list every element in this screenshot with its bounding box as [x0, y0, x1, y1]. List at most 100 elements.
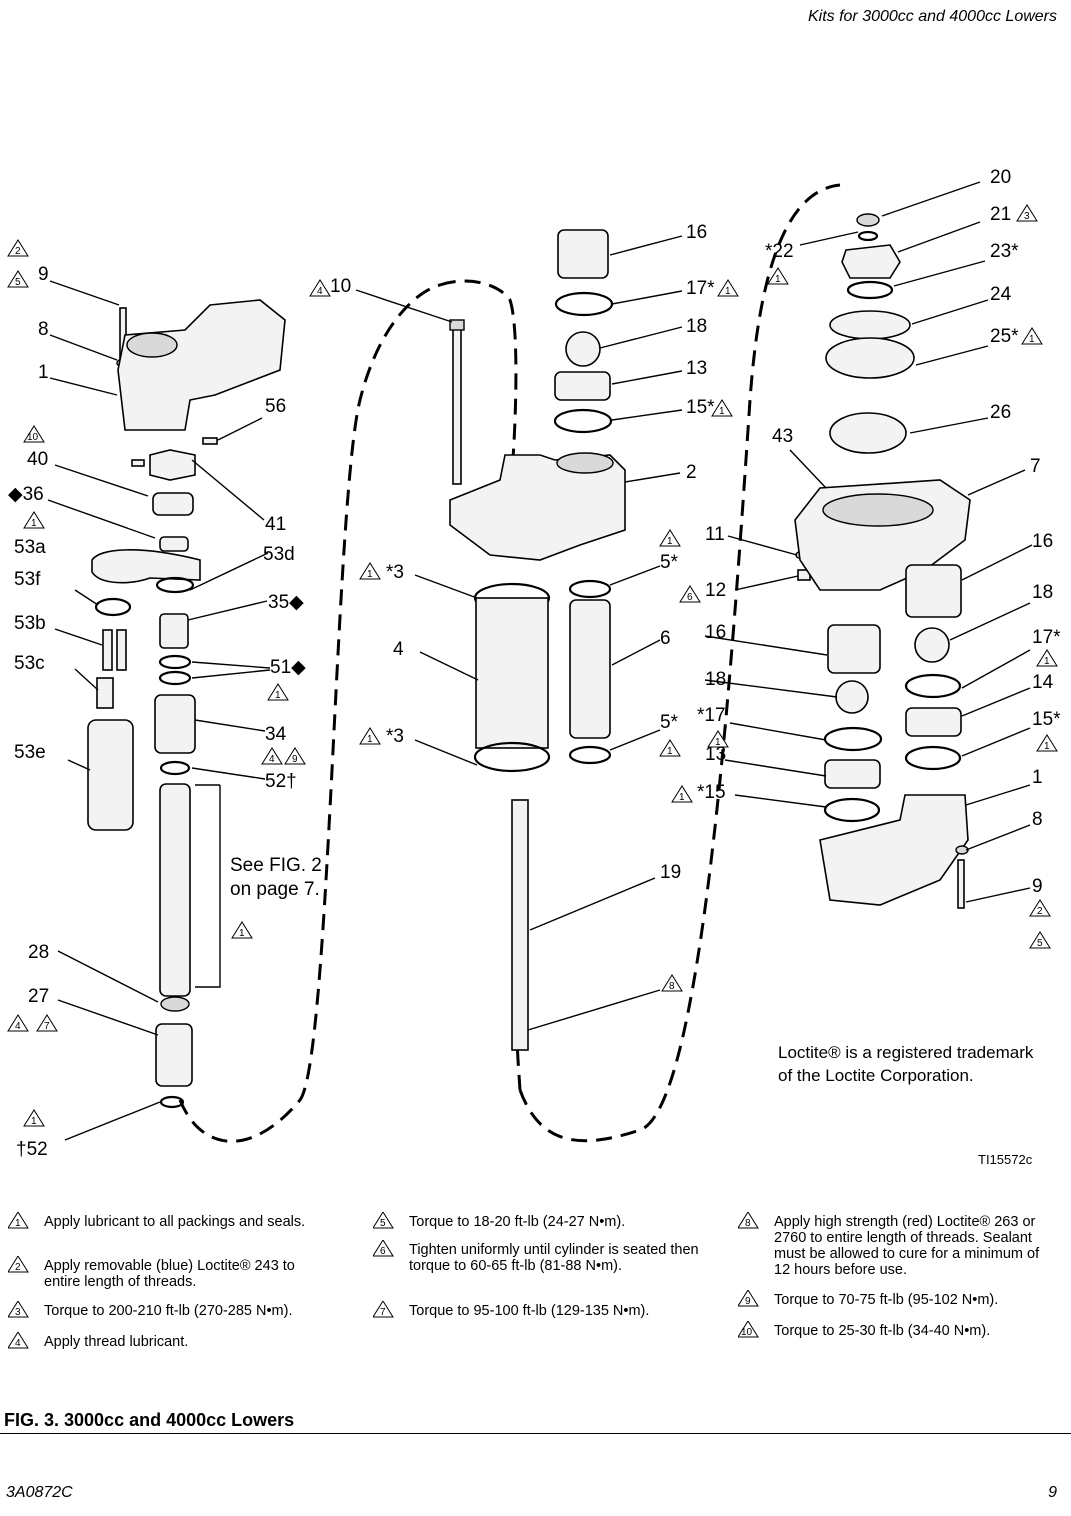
svg-text:4: 4: [269, 754, 275, 765]
page-header: Kits for 3000cc and 4000cc Lowers: [807, 8, 1057, 25]
ball-18-right: [914, 627, 950, 663]
figure-divider: [0, 1433, 1071, 1434]
marker-7-27: 7: [36, 1014, 58, 1032]
svg-text:2: 2: [15, 1262, 21, 1273]
svg-text:1: 1: [31, 518, 37, 529]
label-13-center: 13: [686, 358, 707, 379]
o-ring-5-bottom: [568, 745, 612, 765]
bushing-53d: [159, 536, 189, 552]
o-ring-51a: [158, 654, 192, 670]
svg-text:3: 3: [15, 1307, 21, 1318]
tie-rod-10: [452, 323, 462, 485]
label-51: 51◆: [270, 657, 306, 678]
label-53c: 53c: [14, 653, 45, 674]
svg-text:5: 5: [380, 1218, 386, 1229]
dash-loop-left: [178, 283, 441, 1143]
diagram-note-markers: 2 5 10 1 1 4 9 1 4 7 1 4 1 1 1 1 1 6 1 1…: [7, 204, 1058, 1127]
o-ring-22: [857, 230, 879, 242]
o-ring-3-bottom: [473, 741, 551, 773]
svg-text:1: 1: [1044, 741, 1050, 752]
label-52-upper: 52†: [265, 771, 297, 792]
svg-text:6: 6: [380, 1246, 386, 1257]
label-9-right: 9: [1032, 876, 1043, 897]
marker-1-25: 1: [1021, 327, 1043, 345]
label-20: 20: [990, 167, 1011, 188]
dash-loop-mid-bottom: [513, 999, 522, 1091]
svg-text:7: 7: [44, 1021, 50, 1032]
o-ring-15-center: [553, 408, 613, 434]
label-23: 23*: [990, 241, 1019, 262]
label-16-inner: 16: [705, 622, 726, 643]
label-22: *22: [765, 241, 794, 262]
svg-text:5: 5: [1037, 938, 1043, 949]
bracket-see-fig: [195, 784, 221, 988]
marker-1-3-bottom: 1: [359, 727, 381, 745]
label-28: 28: [28, 942, 49, 963]
label-36: ◆36: [8, 484, 44, 505]
trademark-line-1: Loctite® is a registered trademark: [778, 1043, 1034, 1062]
label-8-left: 8: [38, 319, 49, 340]
seat-17-center: [554, 291, 614, 317]
fitting-53b-b: [116, 629, 127, 671]
label-53a: 53a: [14, 537, 46, 558]
label-13-inner: 13: [705, 744, 726, 765]
see-fig-line-1: See FIG. 2: [230, 855, 322, 876]
marker-1-17-right: 1: [1036, 649, 1058, 667]
ball-18-center: [565, 331, 601, 367]
label-52-lower: †52: [16, 1139, 48, 1160]
marker-1-22: 1: [767, 267, 789, 285]
label-3-top: *3: [386, 562, 404, 583]
housing-34: [154, 694, 196, 754]
seal-43: [822, 493, 934, 527]
label-17-right: 17*: [1032, 627, 1061, 648]
label-9-left: 9: [38, 264, 49, 285]
bolt-9-right: [957, 859, 965, 909]
svg-text:1: 1: [667, 536, 673, 547]
marker-10: 10: [23, 425, 45, 443]
marker-1-5-bottom: 1: [659, 739, 681, 757]
marker-5-right: 5: [1029, 931, 1051, 949]
svg-text:1: 1: [239, 928, 245, 939]
guide-16-center: [557, 229, 609, 279]
svg-text:1: 1: [15, 1218, 21, 1229]
svg-text:8: 8: [745, 1218, 751, 1229]
svg-text:1: 1: [1029, 334, 1035, 345]
leader-lines: [47, 181, 1033, 1141]
label-21: 21: [990, 204, 1011, 225]
o-ring-5-top: [568, 579, 612, 599]
piston-26: [829, 412, 907, 454]
nut-21: [841, 244, 901, 279]
o-ring-upper: [155, 576, 195, 594]
label-56: 56: [265, 396, 286, 417]
label-53b: 53b: [14, 613, 46, 634]
label-27: 27: [28, 986, 49, 1007]
marker-1-5-top: 1: [659, 529, 681, 547]
label-5-bottom: 5*: [660, 712, 679, 733]
svg-text:1: 1: [715, 737, 721, 748]
o-ring-52-bottom: [159, 1095, 185, 1109]
marker-1-see-fig: 1: [231, 921, 253, 939]
tie-bar-bore: [126, 332, 178, 358]
housing-2-bore: [556, 452, 614, 474]
marker-6-12: 6: [679, 585, 701, 603]
svg-text:9: 9: [292, 754, 298, 765]
nut-36: [152, 492, 194, 516]
label-41: 41: [265, 514, 286, 535]
document-number: 3A0872C: [6, 1484, 73, 1501]
label-24: 24: [990, 284, 1012, 305]
marker-4-27: 4: [7, 1014, 29, 1032]
label-10: 10: [330, 276, 351, 297]
spring-35: [159, 613, 189, 649]
svg-text:4: 4: [15, 1338, 21, 1349]
seat-13-inner: [824, 759, 881, 789]
marker-1-15-right: 1: [1036, 734, 1058, 752]
dash-loop-mid: [439, 279, 518, 471]
seat-14-right: [905, 707, 962, 737]
marker-8-19: 8: [661, 974, 683, 992]
guide-16-inner: [827, 624, 881, 674]
label-40: 40: [27, 449, 48, 470]
bracket-53a: [91, 549, 201, 584]
tie-rod-head: [449, 319, 465, 331]
svg-text:4: 4: [15, 1021, 21, 1032]
see-fig-line-2: on page 7.: [230, 879, 320, 900]
